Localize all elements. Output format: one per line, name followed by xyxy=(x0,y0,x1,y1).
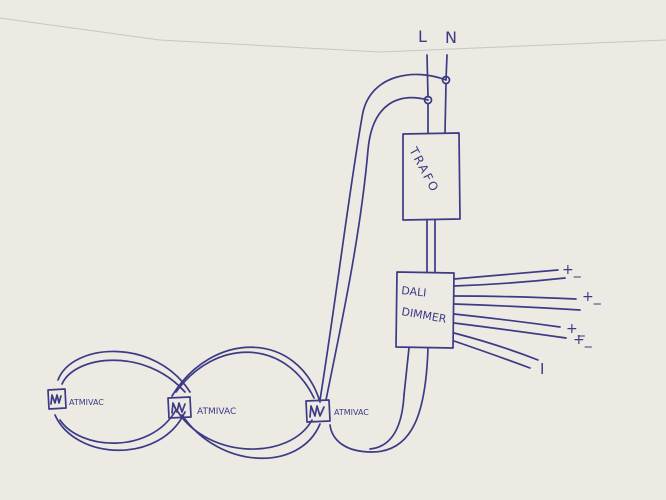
output-wire xyxy=(453,332,539,361)
output-label-4: +_ xyxy=(573,332,593,348)
fixture-loop-wires xyxy=(54,346,321,460)
dimmer-outputs: +_ +_ +_ +_ I xyxy=(453,262,602,378)
output-label-2: +_ xyxy=(582,289,602,305)
output-label-5: I xyxy=(540,360,544,378)
fixture-symbol-icon xyxy=(171,402,186,414)
fixture-label: ATMIVAC xyxy=(197,407,236,417)
output-label-1: +_ xyxy=(562,262,582,278)
sheet-edge xyxy=(0,17,666,53)
output-wire xyxy=(453,303,581,311)
dimmer-outline xyxy=(395,271,455,349)
output-wire xyxy=(453,277,566,287)
output-wire xyxy=(453,295,577,300)
fixture-2: ATMIVAC xyxy=(167,396,236,419)
output-wire xyxy=(453,313,561,328)
fixture-label: ATMIVAC xyxy=(334,408,369,417)
live-loop-wire xyxy=(325,96,429,401)
neutral-to-trafo xyxy=(444,83,447,134)
dimmer-fixture-wire-1 xyxy=(403,347,410,396)
loop-wire xyxy=(57,350,191,393)
neutral-label: N xyxy=(445,28,457,47)
fixture-symbol-icon xyxy=(50,394,62,405)
fixture-box xyxy=(305,399,331,423)
loop-wire xyxy=(59,409,177,444)
dimmer-fixture-wire-2b xyxy=(369,394,405,450)
fixture-label: ATMIVAC xyxy=(69,398,104,407)
loop-wire xyxy=(54,411,186,452)
fixture-box xyxy=(167,396,192,419)
mains-loop-wires xyxy=(319,73,447,453)
dimmer-label-line-1: DALI xyxy=(401,284,427,300)
live-label: L xyxy=(418,27,427,46)
fixture-1: ATMIVAC xyxy=(47,388,104,410)
neutral-loop-wire xyxy=(319,73,447,401)
output-wire xyxy=(453,340,531,369)
output-wire xyxy=(453,322,567,339)
dimmer-fixture-wire-2 xyxy=(329,347,429,453)
loop-wire xyxy=(175,351,315,399)
supply-terminals: L N xyxy=(418,27,457,134)
output-wire xyxy=(453,269,559,280)
loop-wire xyxy=(171,346,321,403)
live-wire-top xyxy=(426,54,429,98)
fixture-symbol-icon xyxy=(309,405,325,418)
loop-wire xyxy=(181,414,321,460)
fixture-box xyxy=(47,388,67,410)
loop-wire xyxy=(61,359,186,393)
fixture-3: ATMIVAC xyxy=(305,399,369,423)
transformer-outline xyxy=(402,132,461,221)
output-label-3: +_ xyxy=(566,321,586,337)
